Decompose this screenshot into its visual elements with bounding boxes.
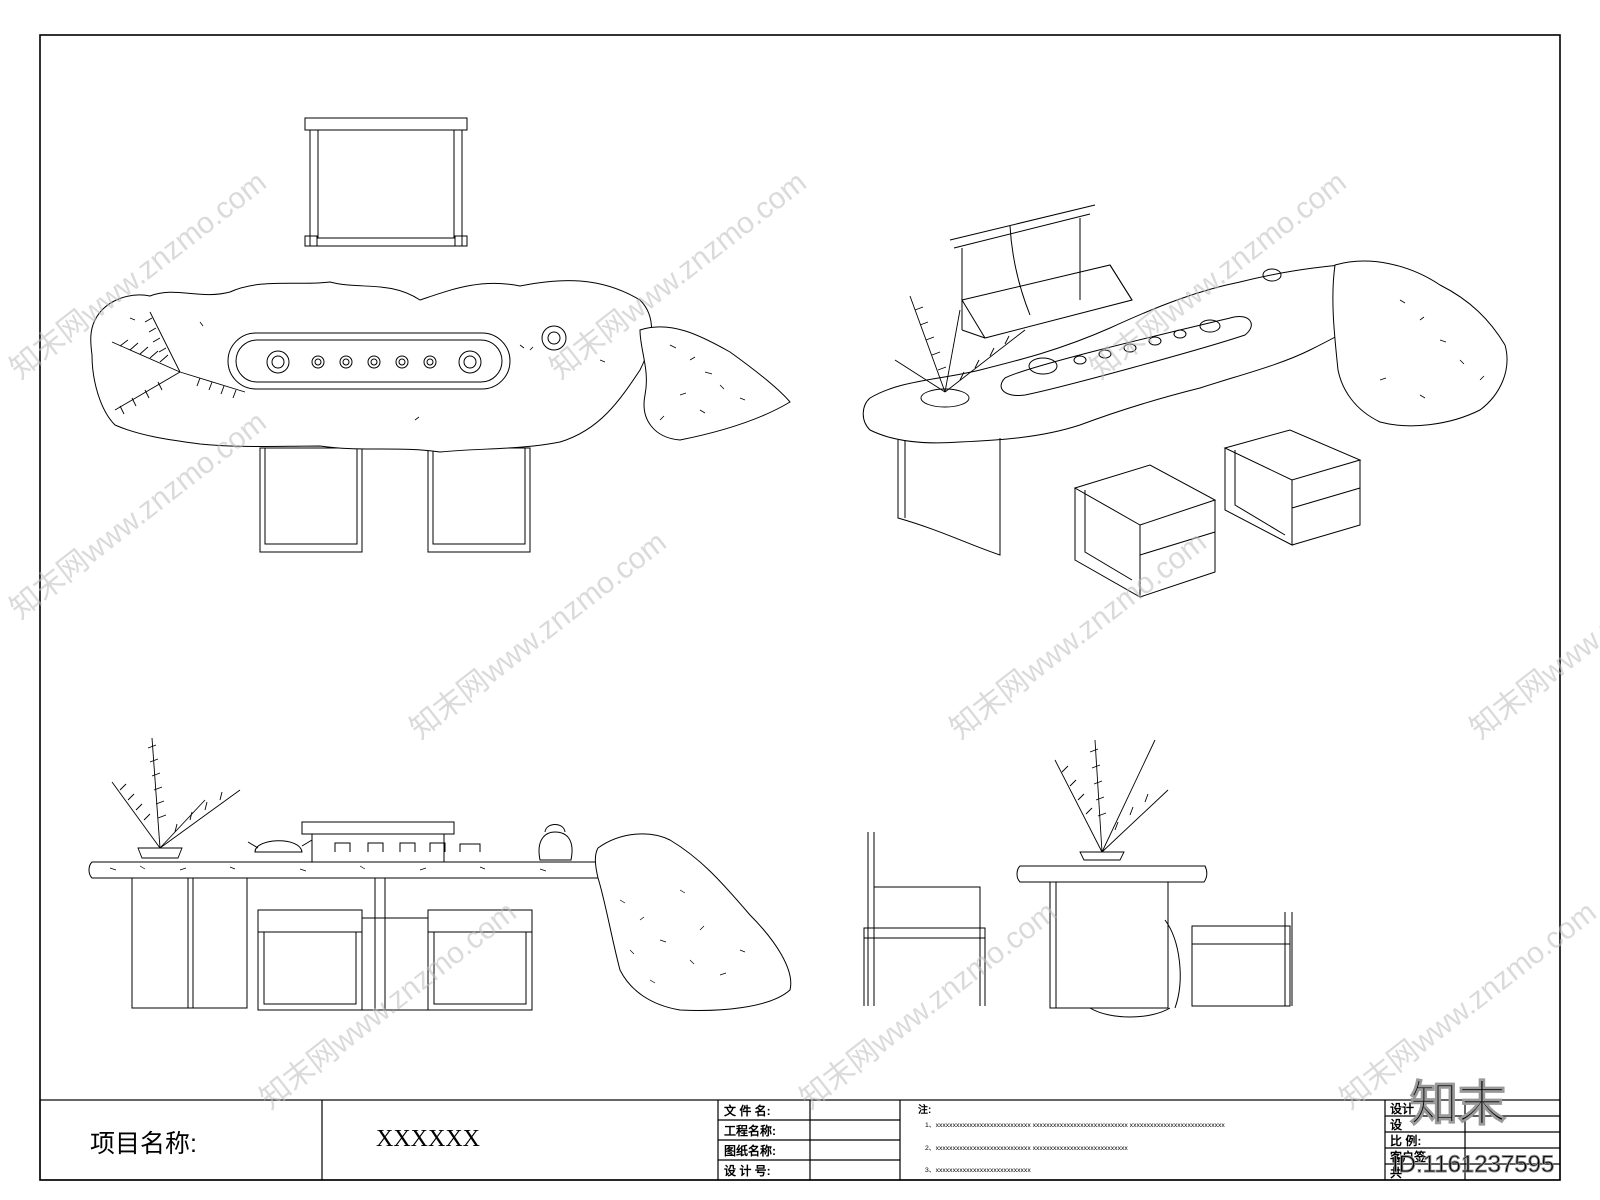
axo-teapot [1028, 357, 1058, 375]
notes-label: 注: [918, 1103, 931, 1116]
watermark-brand: 知末 [1410, 1078, 1506, 1131]
note-3: 3、xxxxxxxxxxxxxxxxxxxxxxxxxxxx [925, 1167, 1031, 1174]
axo-boulder [1332, 260, 1508, 427]
field-drawing-name: 图纸名称: [724, 1143, 776, 1158]
field-project-name: 工程名称: [724, 1123, 776, 1138]
watermark-text: 知末网www.znzmo.com [4, 406, 273, 626]
note-1: 1、xxxxxxxxxxxxxxxxxxxxxxxxxxxx xxxxxxxxx… [925, 1122, 1225, 1129]
axo-stool-right [1223, 429, 1362, 546]
field-scale: 比 例: [1390, 1133, 1421, 1148]
watermark-text: 知末网www.znzmo.com [404, 526, 673, 746]
watermark-text: 知末网www.znzmo.com [254, 896, 523, 1116]
project-name-label: 项目名称: [90, 1130, 197, 1158]
axo-stool-left [1073, 464, 1217, 598]
project-name-value: XXXXXX [376, 1126, 480, 1152]
field-design-number: 设 计 号: [724, 1163, 771, 1178]
axo-kettle [1262, 268, 1282, 282]
field-total: 共 [1390, 1165, 1402, 1180]
field-design-2: 设 [1390, 1117, 1403, 1132]
plan-kettle [541, 325, 567, 351]
field-client-sign: 客户签 [1389, 1149, 1427, 1164]
front-elevation [88, 737, 792, 1011]
plan-stool-left [259, 447, 363, 553]
plan-view [90, 117, 791, 553]
plan-chair [304, 117, 468, 247]
elev-boulder [594, 833, 792, 1011]
watermark-text: 知末网www.znzmo.com [944, 526, 1213, 746]
field-file-name: 文 件 名: [724, 1103, 771, 1118]
watermark-id: ID:1161237595 [1392, 1151, 1554, 1178]
elev-kettle [538, 824, 573, 861]
axo-base [897, 438, 1001, 556]
plan-tea-tray [227, 332, 511, 390]
elev-teapot [247, 839, 313, 853]
axo-tea-tray [1000, 316, 1252, 397]
side-stool [1191, 912, 1293, 1007]
plan-stool-right [427, 447, 531, 553]
elev-fern-plant [111, 737, 241, 859]
side-elevation [863, 739, 1293, 1018]
watermark-text: 知末网www.znzmo.com [1464, 526, 1600, 746]
note-2: 2、xxxxxxxxxxxxxxxxxxxxxxxxxxxx xxxxxxxxx… [925, 1145, 1128, 1152]
plan-stone-slab [90, 280, 653, 453]
plan-teapot [266, 350, 290, 374]
side-stone-slab [1016, 865, 1208, 883]
elev-chair-back [301, 821, 455, 835]
axo-pitcher [1199, 319, 1221, 333]
side-armchair [863, 832, 986, 1006]
watermark-text: 知末网www.znzmo.com [794, 896, 1063, 1116]
elev-stone-slab [88, 861, 657, 879]
side-plinth [1049, 881, 1169, 1009]
elev-pitcher [459, 843, 481, 852]
elev-plinth [131, 877, 248, 1009]
elev-stool-left [257, 909, 363, 1011]
field-design: 设计 [1390, 1101, 1414, 1116]
plan-pitcher [458, 350, 482, 374]
axo-armchair [949, 204, 1133, 339]
plan-tea-tray-inner [235, 339, 503, 383]
plan-boulder [639, 326, 791, 441]
axo-fern-plant [894, 295, 1026, 408]
title-block [39, 1099, 1561, 1181]
side-fern-plant [1054, 739, 1169, 861]
plan-fern-plant [111, 311, 246, 415]
axonometric-view [862, 204, 1508, 598]
